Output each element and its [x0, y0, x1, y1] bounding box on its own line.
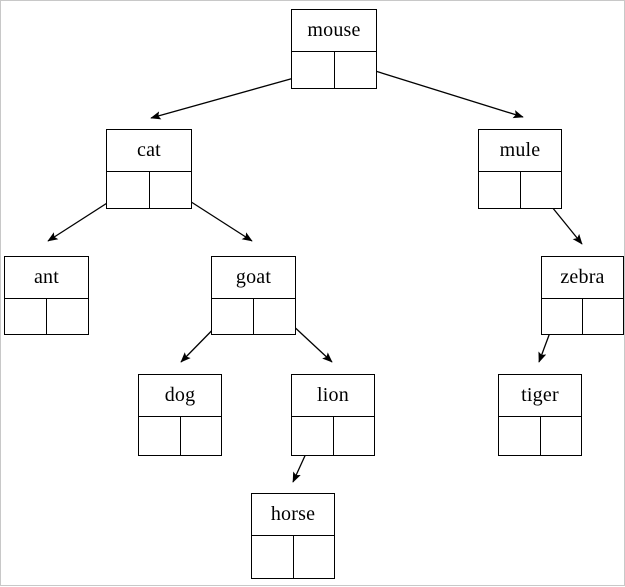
node-pointer-row [542, 299, 623, 334]
left-pointer-cell[interactable] [292, 417, 334, 455]
node-label: goat [212, 257, 295, 299]
node-pointer-row [292, 52, 376, 88]
node-label: mule [479, 130, 561, 172]
node-pointer-row [252, 536, 334, 578]
node-label: tiger [499, 375, 581, 417]
tree-node-cat[interactable]: cat [106, 129, 192, 209]
left-pointer-cell[interactable] [212, 299, 254, 334]
tree-edge-mouse-mule [355, 64, 524, 119]
node-label: ant [5, 257, 88, 299]
tree-edge-mouse-cat [150, 72, 313, 120]
left-pointer-cell[interactable] [542, 299, 583, 334]
node-pointer-row [479, 172, 561, 208]
right-pointer-cell[interactable] [541, 417, 582, 455]
node-label: zebra [542, 257, 623, 299]
tree-node-mule[interactable]: mule [478, 129, 562, 209]
left-pointer-cell[interactable] [499, 417, 541, 455]
tree-node-ant[interactable]: ant [4, 256, 89, 335]
node-label: lion [292, 375, 374, 417]
left-pointer-cell[interactable] [292, 52, 335, 88]
node-pointer-row [212, 299, 295, 334]
node-label: mouse [292, 10, 376, 52]
tree-node-dog[interactable]: dog [138, 374, 222, 456]
node-pointer-row [107, 172, 191, 208]
node-pointer-row [5, 299, 88, 334]
right-pointer-cell[interactable] [181, 417, 222, 455]
node-pointer-row [292, 417, 374, 455]
right-pointer-cell[interactable] [294, 536, 335, 578]
right-pointer-cell[interactable] [254, 299, 295, 334]
right-pointer-cell[interactable] [521, 172, 562, 208]
right-pointer-cell[interactable] [335, 52, 377, 88]
right-pointer-cell[interactable] [334, 417, 375, 455]
node-pointer-row [499, 417, 581, 455]
node-pointer-row [139, 417, 221, 455]
left-pointer-cell[interactable] [107, 172, 150, 208]
tree-node-horse[interactable]: horse [251, 493, 335, 579]
right-pointer-cell[interactable] [150, 172, 192, 208]
right-pointer-cell[interactable] [47, 299, 88, 334]
tree-node-tiger[interactable]: tiger [498, 374, 582, 456]
tree-node-goat[interactable]: goat [211, 256, 296, 335]
left-pointer-cell[interactable] [252, 536, 294, 578]
left-pointer-cell[interactable] [479, 172, 521, 208]
node-label: dog [139, 375, 221, 417]
tree-node-mouse[interactable]: mouse [291, 9, 377, 89]
left-pointer-cell[interactable] [139, 417, 181, 455]
left-pointer-cell[interactable] [5, 299, 47, 334]
right-pointer-cell[interactable] [583, 299, 623, 334]
node-label: horse [252, 494, 334, 536]
tree-node-lion[interactable]: lion [291, 374, 375, 456]
tree-node-zebra[interactable]: zebra [541, 256, 624, 335]
node-label: cat [107, 130, 191, 172]
